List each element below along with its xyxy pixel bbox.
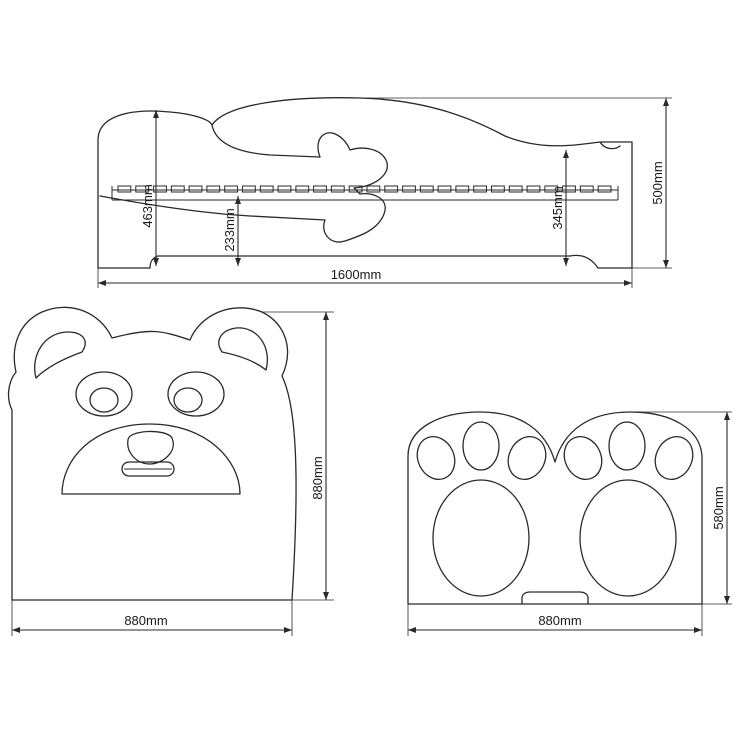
slat	[277, 185, 292, 193]
dim-side-mid-board: 345mm	[550, 186, 565, 229]
bear-left-pupil	[89, 387, 119, 413]
bear-muzzle	[61, 423, 241, 495]
slat	[313, 185, 327, 193]
dim-front-width: 880mm	[124, 613, 167, 628]
slat	[562, 185, 576, 193]
slat	[437, 185, 452, 193]
bear-head-outline	[7, 306, 297, 601]
dim-side-low-board: 233mm	[222, 208, 237, 251]
right-paw-pad	[579, 479, 677, 597]
slat	[188, 185, 203, 193]
bear-left-inner-ear	[34, 331, 86, 379]
slat	[579, 185, 594, 193]
slat	[117, 185, 132, 193]
bear-right-pupil	[173, 387, 203, 413]
right-paw-toe-1	[563, 436, 603, 480]
side-view: 463mm 233mm 345mm 500mm 1600mm	[97, 97, 672, 288]
slat	[366, 185, 381, 193]
slat	[330, 185, 345, 193]
slat	[544, 185, 559, 193]
slat	[419, 185, 434, 193]
left-paw-pad	[432, 479, 530, 597]
slat	[242, 185, 256, 193]
slat	[135, 185, 150, 193]
left-paw-toe-1	[416, 436, 456, 480]
dim-back-width: 880mm	[538, 613, 581, 628]
side-slats	[117, 185, 612, 193]
paws-board-outline	[407, 411, 703, 605]
slat	[295, 185, 310, 193]
slat	[224, 185, 238, 193]
bear-left-eye	[75, 371, 133, 417]
dim-side-high-board: 463mm	[140, 184, 155, 227]
slat	[455, 185, 470, 193]
right-paw-toe-2	[608, 421, 646, 471]
dim-side-length: 1600mm	[331, 267, 382, 282]
slat	[402, 185, 416, 193]
bear-mouth	[121, 461, 175, 477]
slat	[259, 185, 274, 193]
slat	[153, 185, 167, 193]
side-guard-rail	[99, 132, 388, 243]
right-paw-toe-3	[654, 436, 694, 480]
side-headboard-cutout	[211, 124, 321, 158]
dim-back-height: 580mm	[711, 486, 726, 529]
slat	[384, 185, 399, 193]
side-footboard-curve	[599, 141, 621, 150]
slat	[508, 185, 523, 193]
slat	[491, 185, 505, 193]
slat	[206, 185, 221, 193]
slat	[526, 185, 541, 193]
dim-side-height: 500mm	[650, 161, 665, 204]
left-paw-toe-3	[507, 436, 547, 480]
paws-bottom-notch	[521, 591, 589, 605]
bear-right-inner-ear	[218, 327, 268, 371]
slat	[597, 185, 612, 193]
slat	[473, 185, 488, 193]
slat	[348, 185, 363, 193]
slat	[170, 185, 185, 193]
side-view-outline	[97, 97, 633, 269]
left-paw-toe-2	[462, 421, 500, 471]
bear-nose	[127, 430, 174, 465]
dim-front-height: 880mm	[310, 456, 325, 499]
back-view-paws: 580mm 880mm	[407, 411, 732, 636]
front-view-bear: 880mm 880mm	[7, 306, 334, 636]
bear-right-eye	[167, 371, 225, 417]
